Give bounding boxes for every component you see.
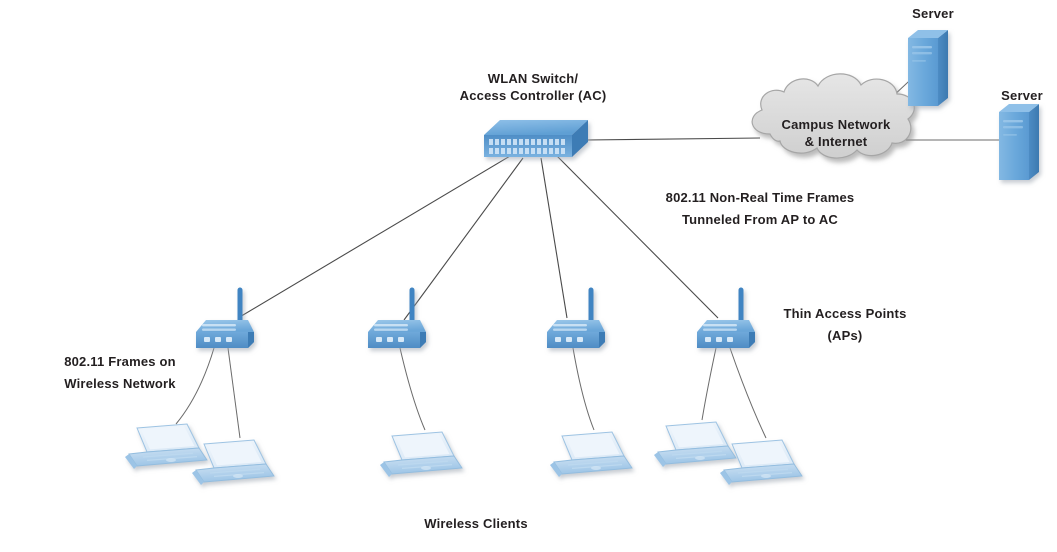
wireless-client-2[interactable]	[191, 439, 275, 486]
access-point-3[interactable]	[547, 290, 605, 348]
server-top[interactable]	[908, 30, 948, 106]
link-ap4-to-client-5	[701, 347, 717, 421]
switch-label-line2: Access Controller (AC)	[460, 88, 607, 103]
wlan-switch-access-controller[interactable]	[484, 120, 588, 157]
server-right-label: Server	[1001, 88, 1043, 103]
thin-ap-label-line2: (APs)	[828, 328, 863, 343]
link-switch-to-ap-4	[556, 155, 719, 319]
wireless-client-6[interactable]	[719, 439, 803, 486]
wireless-frames-label-line2: Wireless Network	[64, 376, 176, 391]
cloud-label-line2: & Internet	[805, 134, 868, 149]
access-point-2[interactable]	[368, 290, 426, 348]
link-switch-to-ap-2	[403, 157, 524, 321]
link-ap2-to-client-3	[399, 347, 426, 431]
wireless-client-4[interactable]	[549, 431, 633, 478]
access-point-1[interactable]	[196, 290, 254, 348]
wireless-client-5[interactable]	[653, 421, 737, 468]
wireless-frames-label-line1: 802.11 Frames on	[64, 354, 176, 369]
link-switch-to-cloud	[585, 137, 761, 141]
wireless-client-1[interactable]	[124, 423, 208, 470]
cloud-label-line1: Campus Network	[782, 117, 892, 132]
tunnel-label-line1: 802.11 Non-Real Time Frames	[666, 190, 855, 205]
switch-label-line1: WLAN Switch/	[488, 71, 579, 86]
link-ap4-to-client-6	[729, 347, 767, 439]
thin-ap-label-line1: Thin Access Points	[783, 306, 906, 321]
tunnel-label-line2: Tunneled From AP to AC	[682, 212, 838, 227]
server-top-label: Server	[912, 6, 954, 21]
link-switch-to-ap-1	[237, 155, 511, 319]
link-ap3-to-client-4	[572, 347, 595, 431]
access-point-4[interactable]	[697, 290, 755, 348]
wireless-clients-label: Wireless Clients	[424, 516, 528, 531]
link-ap1-to-client-2	[227, 347, 241, 439]
link-switch-to-ap-3	[540, 157, 568, 319]
server-right[interactable]	[999, 104, 1039, 180]
wireless-client-3[interactable]	[379, 431, 463, 478]
link-ap1-to-client-1	[175, 347, 215, 425]
